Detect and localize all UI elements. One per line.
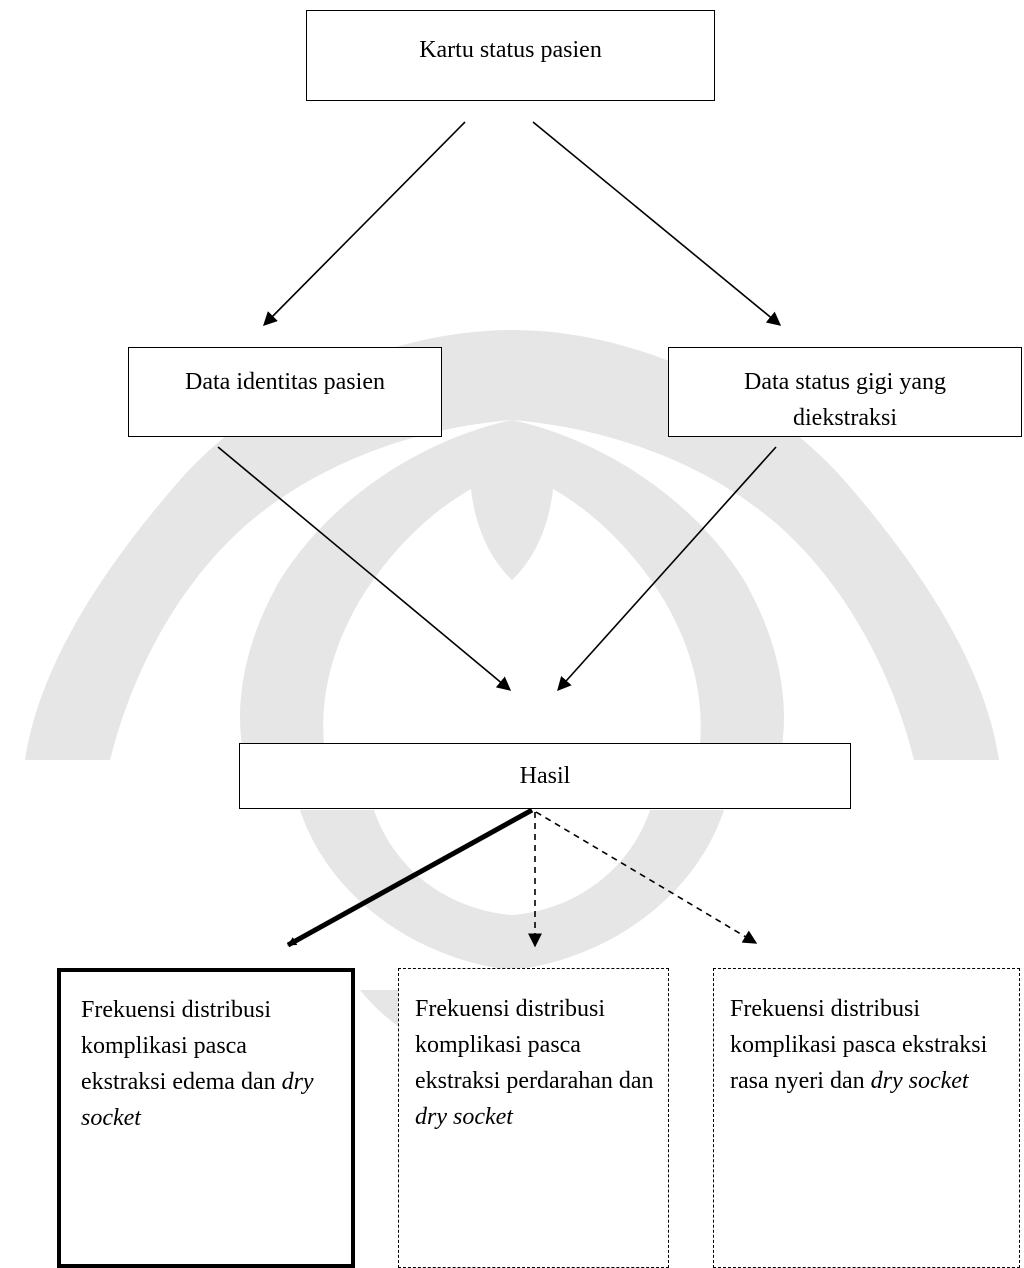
edge-status-gigi-hasil (557, 446, 777, 692)
node-hasil: Hasil (239, 743, 851, 809)
node-identitas-label: Data identitas pasien (185, 369, 385, 395)
result-perdarahan-text: Frekuensi distribusi komplikasi pasca ek… (415, 996, 654, 1130)
edge-hasil-nyeri (535, 811, 758, 944)
edge-kartu-identitas (263, 121, 466, 326)
edge-hasil-edema (286, 807, 534, 948)
node-kartu-status-pasien: Kartu status pasien (306, 10, 715, 101)
edge-kartu-status-gigi (532, 121, 782, 326)
node-hasil-label: Hasil (519, 763, 571, 789)
node-data-identitas: Data identitas pasien (128, 347, 442, 437)
node-status-gigi-label: Data status gigi yang diekstraksi (744, 369, 946, 431)
result-nyeri-text: Frekuensi distribusi komplikasi pasca ek… (730, 996, 988, 1094)
node-data-status-gigi: Data status gigi yang diekstraksi (668, 347, 1022, 437)
node-result-perdarahan: Frekuensi distribusi komplikasi pasca ek… (398, 968, 669, 1268)
edge-identitas-hasil (217, 446, 512, 691)
node-kartu-label: Kartu status pasien (419, 37, 602, 63)
node-result-edema: Frekuensi distribusi komplikasi pasca ek… (57, 968, 355, 1268)
node-result-nyeri: Frekuensi distribusi komplikasi pasca ek… (713, 968, 1020, 1268)
result-edema-text: Frekuensi distribusi komplikasi pasca ek… (81, 997, 314, 1131)
